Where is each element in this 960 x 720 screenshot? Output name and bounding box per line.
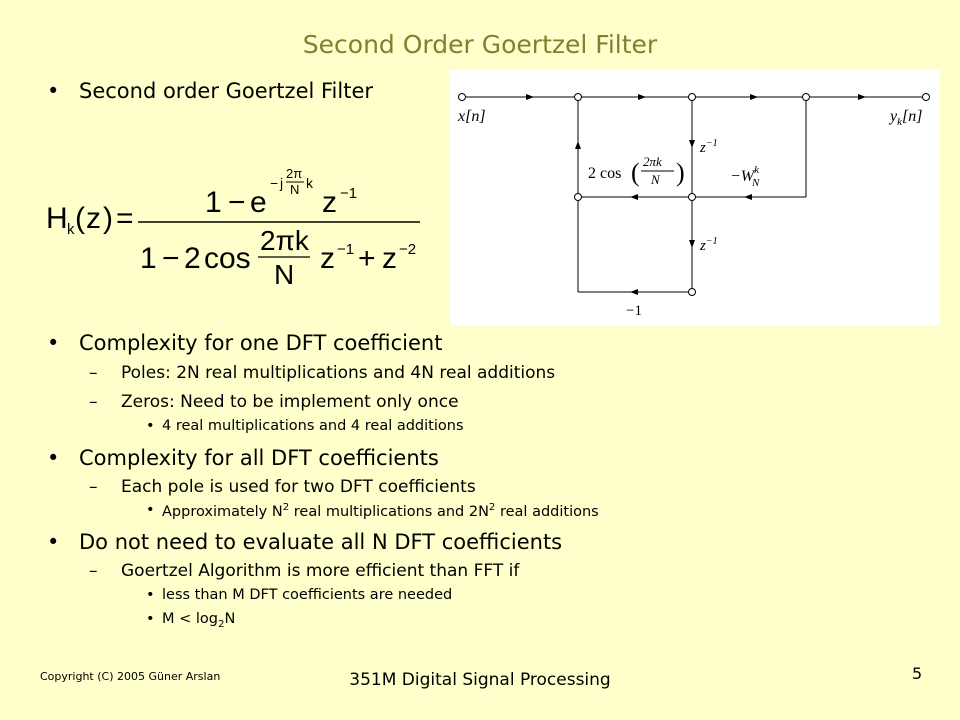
sub-sub-bullet-less-than: •less than M DFT coefficients are needed (146, 587, 453, 603)
exp-k: k (306, 175, 314, 191)
input-label: x[n] (457, 108, 486, 125)
den-minus: − (162, 242, 180, 275)
bullet-complexity-one: •Complexity for one DFT coefficient (47, 331, 443, 355)
cos-coef-rparen: ) (676, 158, 685, 187)
den-z2: z (382, 242, 397, 275)
den-cos: cos (204, 242, 251, 275)
exp-minus: − (270, 175, 278, 191)
exp-j: j (279, 175, 283, 191)
bullet-no-need: •Do not need to evaluate all N DFT coeff… (47, 530, 563, 554)
sub-bullet-more-efficient: –Goertzel Algorithm is more efficient th… (89, 561, 520, 581)
sub-sub-bullet-approx: •Approximately N2 real multiplications a… (146, 502, 599, 520)
sub-bullet-zeros: –Zeros: Need to be implement only once (89, 392, 459, 412)
slide-title: Second Order Goertzel Filter (302, 30, 658, 59)
exp-2pi: 2π (286, 166, 302, 181)
formula-lparen: ( (75, 202, 85, 235)
delay-bottom-label: z−1 (699, 236, 718, 254)
diagram-arrows (526, 94, 866, 295)
num-e: e (250, 186, 267, 219)
cos-coef-den: N (650, 172, 661, 187)
formula-rparen: ) (103, 202, 113, 235)
bullet-second-order: •Second order Goertzel Filter (47, 79, 373, 103)
num-one: 1 (205, 186, 222, 219)
diagram-nodes (458, 93, 930, 296)
formula-h: H (46, 202, 68, 235)
output-label: yk[n] (888, 108, 922, 128)
feedback-gain-label: −1 (626, 303, 642, 319)
formula-equals: = (116, 202, 134, 235)
den-z2-exp: −2 (399, 241, 416, 258)
page-number: 5 (912, 664, 923, 683)
transfer-function-formula: H k ( z ) = 1 − e − j 2π N k z −1 1 − 2 … (46, 166, 420, 290)
delay-top-label: z−1 (699, 138, 718, 156)
formula-h-sub: k (67, 221, 75, 238)
sub-bullet-pole-shared: –Each pole is used for two DFT coefficie… (89, 477, 476, 497)
cos-coef-num: 2πk (643, 154, 662, 169)
num-minus: − (228, 186, 246, 219)
sub-sub-bullet-m-log: •M < log2N (146, 611, 236, 630)
cos-coef-lparen: ( (631, 158, 640, 187)
sub-bullet-poles: –Poles: 2N real multiplications and 4N r… (89, 363, 556, 383)
bullet-complexity-all: •Complexity for all DFT coefficients (47, 446, 439, 470)
formula-z: z (86, 202, 101, 235)
den-z1: z (320, 242, 335, 275)
cos-coef-prefix: 2 cos (588, 165, 621, 182)
den-n: N (274, 259, 294, 290)
den-plus: + (358, 242, 376, 275)
footer-course-title: 351M Digital Signal Processing (349, 670, 611, 690)
sub-sub-bullet-zeros-detail: •4 real multiplications and 4 real addit… (146, 418, 464, 434)
footer-copyright: Copyright (C) 2005 Güner Arslan (40, 670, 221, 683)
den-two: 2 (184, 242, 201, 275)
den-z1-exp: −1 (337, 241, 354, 258)
den-one: 1 (140, 242, 157, 275)
den-2pik: 2πk (260, 225, 310, 256)
num-z: z (322, 186, 337, 219)
exp-n: N (290, 182, 299, 197)
num-z-exp: −1 (340, 185, 357, 202)
